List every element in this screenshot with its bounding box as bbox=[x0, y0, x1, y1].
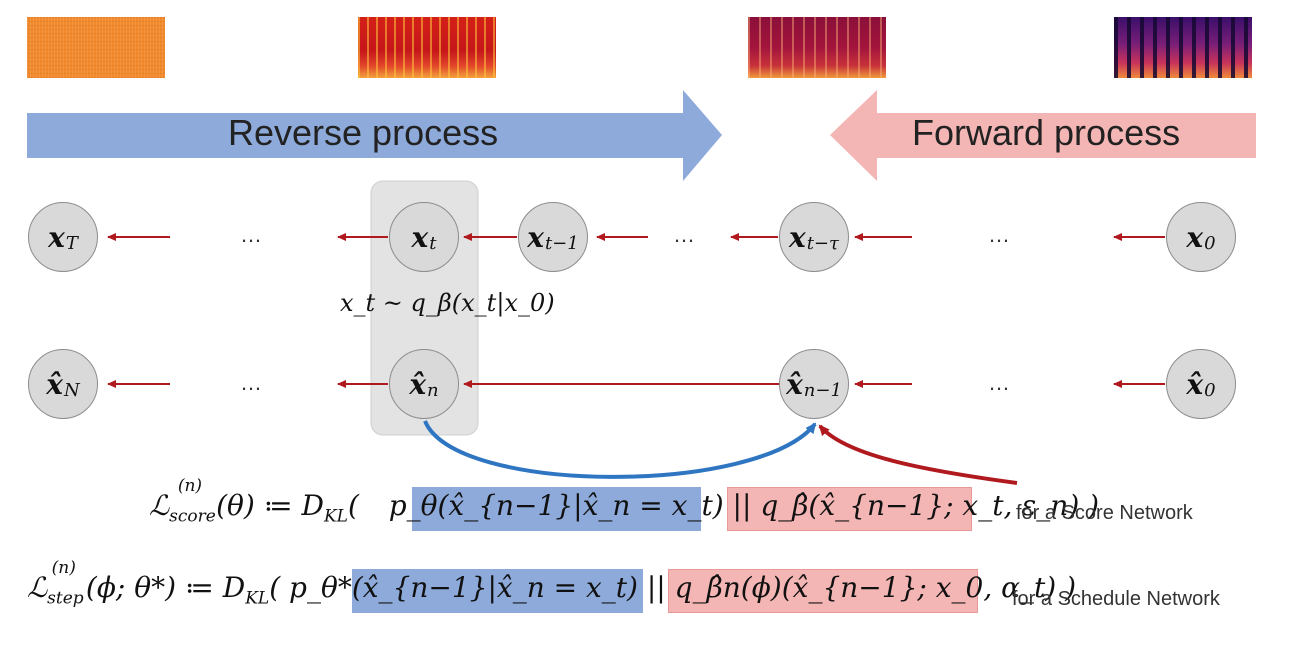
score-separator: || bbox=[732, 489, 752, 522]
ellipsis-top-2: … bbox=[673, 222, 695, 247]
node-x-hat-n: x̂n bbox=[389, 349, 459, 419]
score-q-term-box bbox=[727, 487, 972, 531]
forward-process-label: Forward process bbox=[912, 112, 1181, 153]
noise-spectrogram-image bbox=[27, 17, 165, 78]
step-q-term-box bbox=[668, 569, 978, 613]
step-q-term: q_β̂n(ϕ)(x̂_{n−1}; x_0, α_t) bbox=[674, 571, 1057, 604]
ellipsis-top-1: … bbox=[240, 222, 262, 247]
ellipsis-top-3: … bbox=[988, 222, 1010, 247]
sampling-equation: x_t ~ q_β(x_t|x_0) bbox=[340, 289, 555, 317]
score-q-term: q_β̂(x̂_{n−1}; x_t, ε_n) bbox=[760, 489, 1080, 522]
score-p-term-box bbox=[412, 487, 701, 531]
red-curve-arrow bbox=[818, 424, 1018, 485]
clean-spectrogram-image bbox=[1114, 17, 1252, 78]
spectrogram-image-3 bbox=[748, 17, 886, 78]
schedule-network-caption: for a Schedule Network bbox=[1012, 588, 1220, 610]
score-loss-equation: ℒscore(n)(θ) ≔ DKL( p_θ(x̂_{n−1}|x̂_n = … bbox=[149, 475, 1100, 527]
step-loss-equation: ℒstep(n)(ϕ; θ*) ≔ DKL( p_θ*(x̂_{n−1}|x̂_… bbox=[27, 557, 1077, 609]
step-separator: || bbox=[646, 571, 666, 604]
node-x-hat-n-minus-1: x̂n−1 bbox=[779, 349, 849, 419]
reverse-process-arrow bbox=[27, 90, 722, 181]
node-x-hat-0: x̂0 bbox=[1166, 349, 1236, 419]
forward-process-arrow bbox=[830, 90, 1256, 181]
spectrogram-image-2 bbox=[358, 17, 496, 78]
score-network-caption: for a Score Network bbox=[1016, 502, 1193, 524]
step-p-term: p_θ*(x̂_{n−1}|x̂_n = x_t) bbox=[289, 571, 638, 604]
step-p-term-box bbox=[352, 569, 643, 613]
score-p-term: p_θ(x̂_{n−1}|x̂_n = x_t) bbox=[388, 489, 724, 522]
reverse-process-label: Reverse process bbox=[228, 112, 499, 153]
node-x-hat-N: x̂N bbox=[28, 349, 98, 419]
blue-curve-arrow bbox=[423, 420, 817, 479]
ellipsis-bottom-1: … bbox=[240, 370, 262, 395]
ellipsis-bottom-2: … bbox=[988, 370, 1010, 395]
